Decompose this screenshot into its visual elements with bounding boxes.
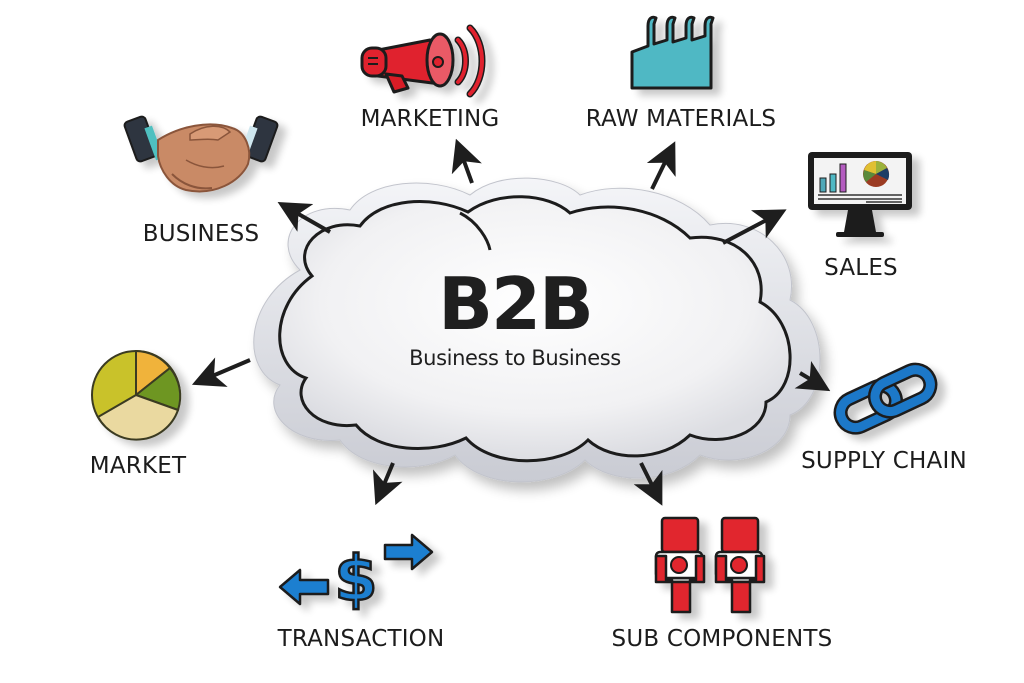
label-business: BUSINESS [142,221,260,247]
monitor-chart-icon [808,152,912,237]
arrow-to-market [191,357,251,387]
arrow-to-sales [722,209,787,245]
factory-icon [630,15,715,90]
handshake-icon [123,115,279,193]
chain-link-icon [833,362,938,435]
label-market: MARKET [89,453,187,479]
label-sales: SALES [824,255,898,281]
arrow-to-transaction [372,462,403,506]
center-subtitle: Business to Business [409,346,621,370]
dollar-exchange-icon: $ [278,533,434,616]
puzzle-pieces-icon [654,516,766,614]
arrow-to-business [277,202,331,234]
megaphone-icon [360,24,486,98]
arrow-to-marketing [451,138,482,184]
label-supply-chain: SUPPLY CHAIN [801,448,967,474]
label-marketing: MARKETING [360,106,500,132]
pie-chart-icon [91,349,182,441]
label-sub-components: SUB COMPONENTS [611,626,833,652]
arrow-to-supply-chain [794,360,831,392]
svg-text:$: $ [334,542,377,615]
center-title: B2B [438,262,594,346]
arrow-to-raw-materials [646,141,676,190]
arrow-to-sub-components [633,462,663,506]
label-transaction: TRANSACTION [277,626,445,652]
label-raw-materials: RAW MATERIALS [585,106,777,132]
